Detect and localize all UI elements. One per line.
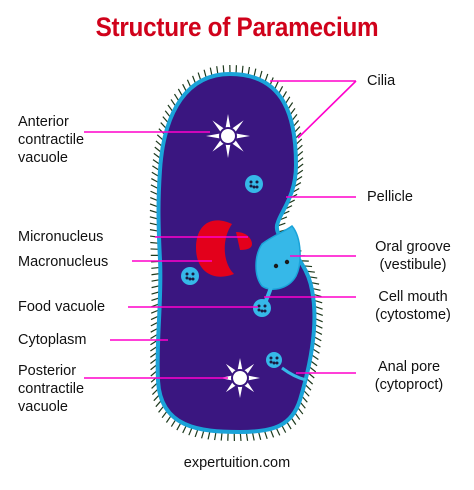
food-vacuole: [181, 267, 199, 285]
anterior-line-2: contractile: [18, 132, 85, 148]
label-food-vacuole: Food vacuole: [18, 299, 106, 315]
food-vacuole: [245, 175, 263, 193]
food-particle: [255, 185, 259, 189]
food-particle: [263, 309, 267, 313]
posterior-line-3: vacuole: [18, 399, 68, 415]
food-particle: [252, 185, 256, 189]
macronucleus-shape: [196, 220, 234, 277]
label-cilia: Cilia: [367, 73, 396, 89]
footer-website: expertuition.com: [183, 455, 291, 471]
posterior-line-2: contractile: [18, 381, 85, 397]
vacuole-center: [219, 127, 237, 145]
oral-groove-line-2: (vestibule): [379, 257, 447, 273]
label-macronucleus: Macronucleus: [18, 254, 109, 270]
food-particle: [191, 272, 195, 276]
food-particle: [185, 276, 189, 280]
label-pellicle: Pellicle: [367, 189, 413, 205]
food-vacuole: [253, 299, 271, 317]
leader-cilia-2: [297, 80, 357, 139]
food-particle: [185, 272, 189, 276]
food-particle: [272, 361, 276, 365]
food-particle: [275, 356, 279, 360]
cell-mouth-line-1: Cell mouth: [378, 289, 448, 305]
anal-pore: [281, 366, 307, 382]
oral-groove-particle: [273, 263, 279, 269]
food-vacuoles: [181, 175, 282, 368]
food-particle: [191, 277, 195, 281]
label-cytoplasm: Cytoplasm: [18, 332, 87, 348]
anterior-line-3: vacuole: [18, 150, 68, 166]
anterior-line-1: Anterior: [18, 114, 69, 130]
food-particle: [263, 304, 267, 308]
oral-groove-line-1: Oral groove: [375, 239, 451, 255]
posterior-line-1: Posterior: [18, 363, 77, 379]
food-particle: [257, 304, 261, 308]
food-particle: [255, 180, 259, 184]
food-particle: [269, 356, 273, 360]
vacuole-center: [231, 369, 249, 387]
food-particle: [260, 309, 264, 313]
label-cell-mouth: Cell mouth (cytostome): [360, 288, 466, 324]
food-particle: [188, 277, 192, 281]
label-leader-lines: [84, 80, 357, 379]
food-particle: [249, 180, 253, 184]
cell-mouth-line-2: (cytostome): [375, 307, 451, 323]
label-oral-groove: Oral groove (vestibule): [360, 238, 466, 274]
food-particle: [257, 308, 261, 312]
diagram-title: Structure of Paramecium: [95, 12, 379, 42]
label-micronucleus: Micronucleus: [18, 229, 104, 245]
food-particle: [275, 361, 279, 365]
anal-pore-line-2: (cytoproct): [374, 377, 444, 393]
label-posterior-contractile-vacuole: Posterior contractile vacuole: [18, 362, 84, 416]
food-particle: [269, 360, 273, 364]
anal-pore-line-1: Anal pore: [377, 359, 441, 375]
pellicle-outline: [155, 71, 317, 435]
food-vacuole: [266, 352, 282, 368]
label-anterior-contractile-vacuole: Anterior contractile vacuole: [18, 113, 84, 167]
oral-groove-vestibule: [255, 224, 301, 290]
food-particle: [249, 184, 253, 188]
oral-groove-particle: [284, 259, 290, 265]
label-anal-pore: Anal pore (cytoproct): [356, 358, 462, 394]
